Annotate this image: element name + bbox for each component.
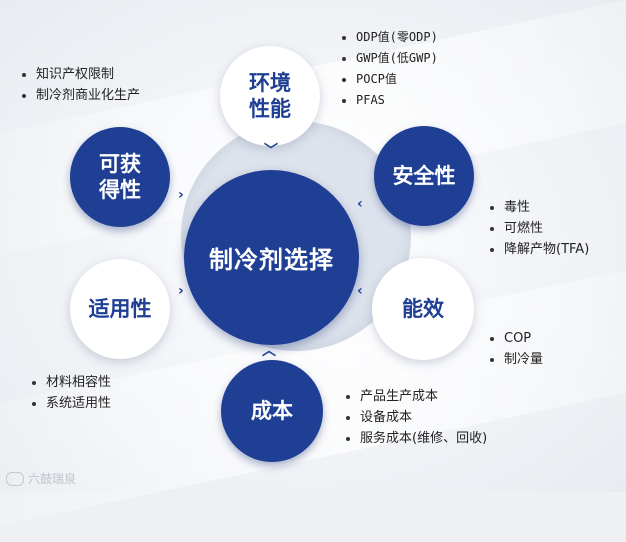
list-item: PFAS <box>340 90 438 111</box>
node-efficiency-label: 能效 <box>402 296 444 321</box>
chevron-right-icon: › <box>178 283 184 299</box>
availability-list: 知识产权限制 制冷剂商业化生产 <box>20 64 140 106</box>
list-item: 材料相容性 <box>30 372 111 393</box>
list-item: 毒性 <box>488 197 589 218</box>
cost-list: 产品生产成本 设备成本 服务成本(维修、回收) <box>344 386 487 449</box>
node-cost-label: 成本 <box>251 398 293 423</box>
chevron-left-icon: ‹ <box>357 196 363 212</box>
list-item: 制冷剂商业化生产 <box>20 85 140 106</box>
list-item: GWP值(低GWP) <box>340 48 438 69</box>
list-item: 降解产物(TFA) <box>488 239 589 260</box>
chevron-left-icon: ‹ <box>357 283 363 299</box>
list-item: 制冷量 <box>488 349 543 370</box>
node-availability-line2: 得性 <box>99 178 141 202</box>
node-availability: 可获 得性 <box>70 127 170 227</box>
list-item: 设备成本 <box>344 407 487 428</box>
list-item: 产品生产成本 <box>344 386 487 407</box>
node-applicability: 适用性 <box>70 259 170 359</box>
node-cost: 成本 <box>221 360 323 462</box>
node-environment-line1: 环境 <box>249 70 291 95</box>
node-environment-line2: 性能 <box>249 97 291 121</box>
node-efficiency: 能效 <box>372 258 474 360</box>
list-item: COP <box>488 328 543 349</box>
environment-list: ODP值(零ODP) GWP值(低GWP) POCP值 PFAS <box>340 27 438 111</box>
list-item: 可燃性 <box>488 218 589 239</box>
chevron-up-icon: ︿ <box>262 343 276 359</box>
chevron-right-icon: › <box>178 187 184 203</box>
list-item: 服务成本(维修、回收) <box>344 428 487 449</box>
efficiency-list: COP 制冷量 <box>488 328 543 370</box>
node-applicability-label: 适用性 <box>88 296 152 321</box>
node-availability-line1: 可获 <box>99 151 141 176</box>
list-item: POCP值 <box>340 69 438 90</box>
list-item: 知识产权限制 <box>20 64 140 85</box>
node-safety: 安全性 <box>374 126 474 226</box>
watermark-text: 六鼓瑞泉 <box>28 472 77 486</box>
node-environment: 环境 性能 <box>220 46 320 146</box>
watermark-logo-icon <box>6 471 24 486</box>
applicability-list: 材料相容性 系统适用性 <box>30 372 111 414</box>
chevron-down-icon: ﹀ <box>264 143 278 159</box>
center-label: 制冷剂选择 <box>209 246 334 274</box>
safety-list: 毒性 可燃性 降解产物(TFA) <box>488 197 589 260</box>
node-safety-label: 安全性 <box>392 163 456 188</box>
center-hub: 制冷剂选择 <box>184 170 359 345</box>
list-item: 系统适用性 <box>30 393 111 414</box>
list-item: ODP值(零ODP) <box>340 27 438 48</box>
watermark: 六鼓瑞泉 <box>6 470 76 487</box>
